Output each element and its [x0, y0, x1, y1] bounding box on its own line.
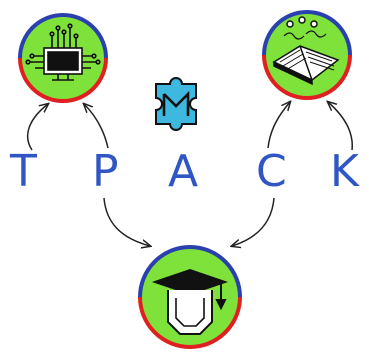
puzzle-piece-icon [155, 77, 197, 131]
letter-a: A [168, 146, 198, 197]
arrow-c-to-pedagogy [232, 197, 275, 246]
arrow-p-to-pedagogy [103, 197, 150, 246]
letter-t: T [9, 146, 37, 197]
arrow-c-to-content [267, 102, 290, 149]
letter-c: C [256, 146, 287, 197]
technology-node [18, 13, 108, 103]
circuit-monitor-icon [25, 23, 101, 81]
letter-p: P [92, 146, 119, 197]
graduation-cap-icon [151, 268, 229, 335]
letter-k: K [330, 146, 360, 197]
arrows [27, 102, 353, 246]
tpack-letters: T P A C K [9, 146, 360, 197]
pedagogy-node [138, 245, 242, 349]
open-book-icon [272, 16, 340, 86]
arrow-p-to-technology [84, 104, 109, 149]
content-node [262, 10, 352, 100]
arrow-k-to-content [328, 102, 353, 151]
arrow-t-to-technology [27, 104, 48, 151]
